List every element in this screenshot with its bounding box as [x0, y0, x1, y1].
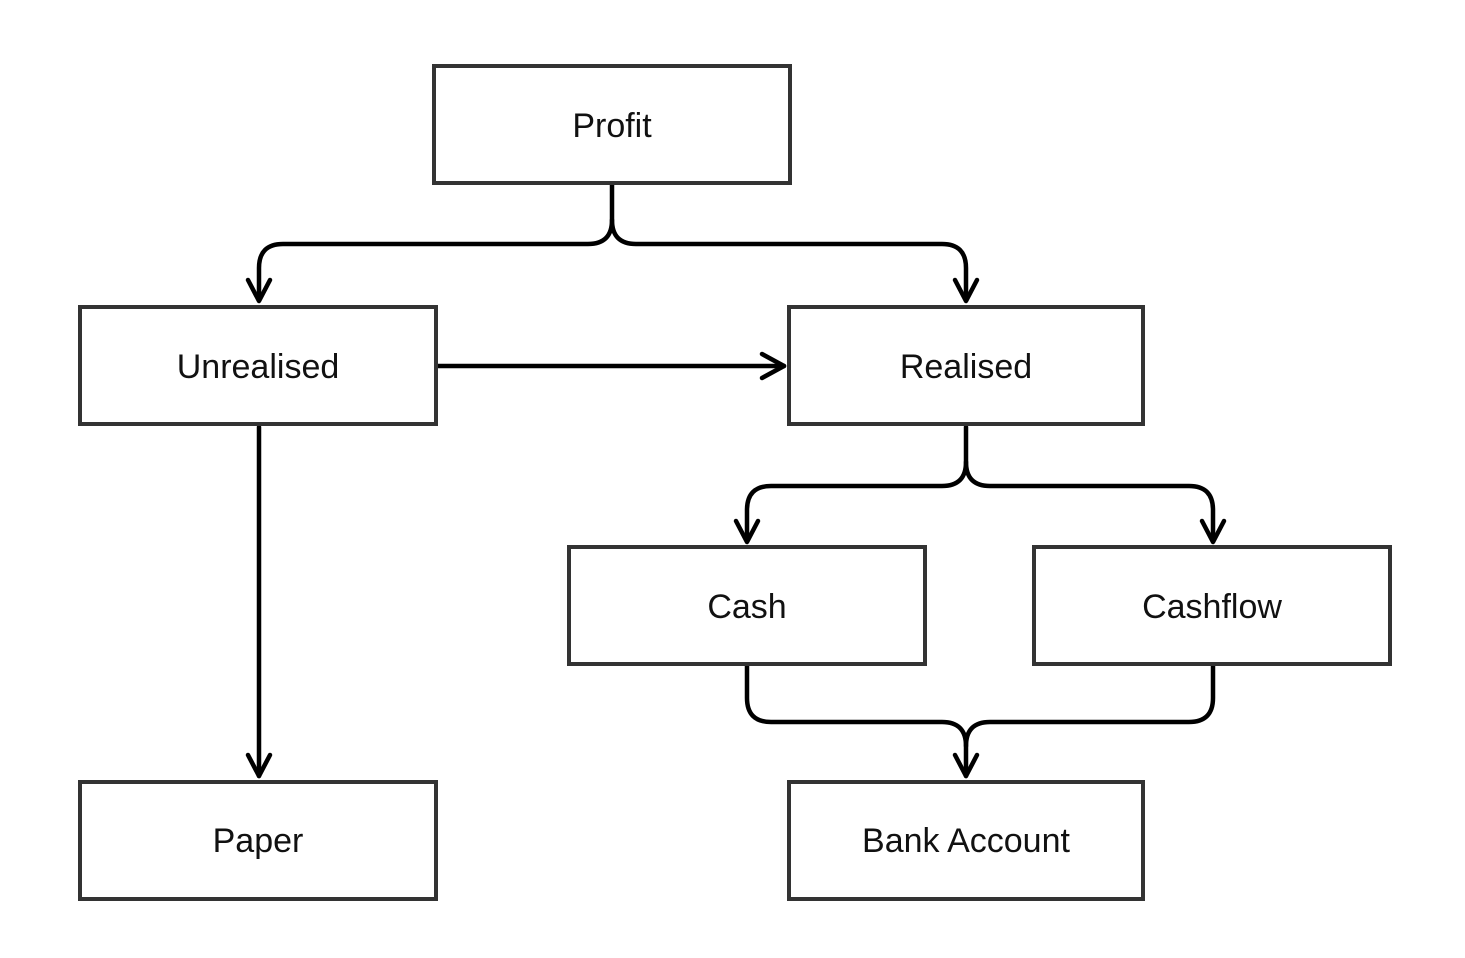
arrowhead-realised-left	[759, 351, 787, 381]
node-cash-box	[567, 545, 927, 666]
node-profit[interactable]: Profit	[432, 64, 792, 185]
node-paper[interactable]: Paper	[78, 780, 438, 901]
arrowhead-cash	[733, 518, 761, 545]
node-profit-label: Profit	[572, 107, 652, 145]
node-unrealised-label: Unrealised	[177, 348, 340, 386]
node-cashflow-label: Cashflow	[1142, 588, 1282, 626]
node-realised-box	[787, 305, 1145, 426]
edge-realised-to-cash	[744, 424, 969, 544]
node-paper-label: Paper	[213, 822, 304, 860]
node-bank-account-label: Bank Account	[862, 822, 1070, 860]
edge-realised-to-cashflow	[963, 459, 1216, 544]
node-bank-account[interactable]: Bank Account	[787, 780, 1145, 901]
edge-cashflow-to-bank-account	[963, 663, 1216, 749]
arrowhead-paper	[245, 752, 273, 779]
edges	[245, 182, 1227, 779]
node-cashflow[interactable]: Cashflow	[1032, 545, 1392, 666]
node-profit-box	[432, 64, 792, 185]
node-cash[interactable]: Cash	[567, 545, 927, 666]
node-unrealised-box	[78, 305, 438, 426]
node-realised-label: Realised	[900, 348, 1032, 386]
edge-profit-to-realised	[609, 217, 969, 303]
arrowhead-realised-top	[952, 277, 980, 304]
node-cashflow-box	[1032, 545, 1392, 666]
node-bank-account-box	[787, 780, 1145, 901]
arrowhead-unrealised	[245, 277, 273, 304]
edge-cash-to-bank-account	[744, 663, 969, 779]
node-cash-label: Cash	[707, 588, 786, 626]
node-paper-box	[78, 780, 438, 901]
edge-profit-to-unrealised	[256, 182, 615, 303]
node-unrealised[interactable]: Unrealised	[78, 305, 438, 426]
node-realised[interactable]: Realised	[787, 305, 1145, 426]
arrowhead-cashflow	[1199, 518, 1227, 545]
arrowhead-bank-account	[952, 752, 980, 779]
